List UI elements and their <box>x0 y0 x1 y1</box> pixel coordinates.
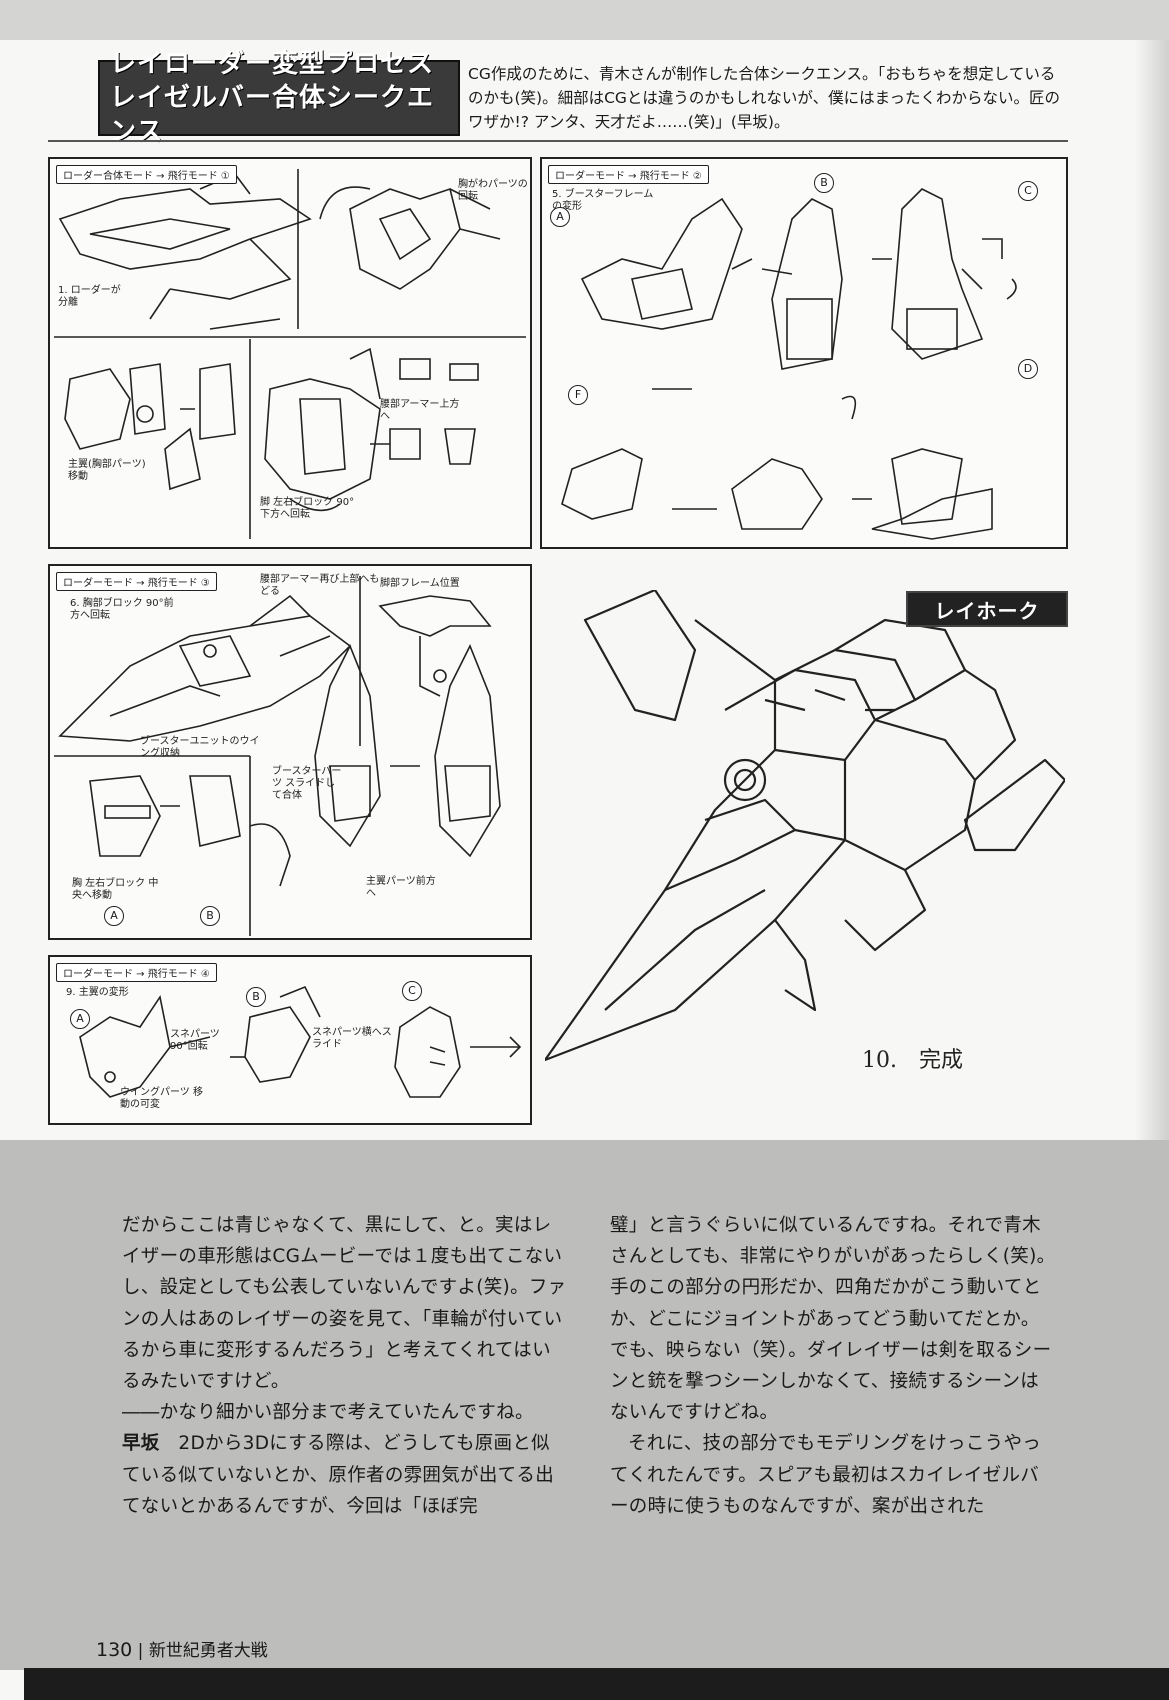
left-paragraph-3: 早坂 2Dから3Dにする際は、どうしても原画と似ている似ていないとか、原作者の雰… <box>122 1428 568 1522</box>
panel-2-note: 5. ブースターフレームの変形 <box>552 189 654 212</box>
title-line-2: レイゼルバー合体シークエンス <box>110 83 435 147</box>
sketch-drawing-2 <box>561 188 1017 540</box>
step-marker-a: A <box>550 207 570 227</box>
sketch-panel-4: ローダーモード → 飛行モード ④ 9. 主翼の変形 スネパーツ 90°回転 ス… <box>48 955 532 1125</box>
panel-3-note-a: 6. 胸部ブロック 90°前方へ回転 <box>70 598 174 621</box>
speaker-name: 早坂 <box>122 1433 160 1455</box>
panel-4-note-b: スネパーツ 90°回転 <box>170 1029 220 1052</box>
panel-3-note-g: 主翼パーツ前方へ <box>366 876 436 899</box>
panel-1-note-b: 主翼(胸部パーツ) 移動 <box>68 459 146 482</box>
step-marker-a-4: A <box>70 1009 90 1029</box>
panel-4-note-c: スネパーツ横へスライド <box>312 1027 392 1050</box>
step-marker-b: B <box>814 173 834 193</box>
left-paragraph-2: ――かなり細かい部分まで考えていたんですね。 <box>122 1402 534 1424</box>
title-line-1: レイローダー変型プロセス <box>110 49 435 79</box>
step-marker-b-3: B <box>200 906 220 926</box>
header-divider <box>48 140 1068 142</box>
step-marker-b-4: B <box>246 987 266 1007</box>
rayhawk-illustration <box>545 590 1065 1062</box>
panel-4-note-d: ウイングパーツ 移動の可変 <box>120 1087 203 1110</box>
sketch-panel-2: ローダーモード → 飛行モード ② 5. ブースターフレームの変形 A B C … <box>540 157 1068 549</box>
article-column-left: だからここは青じゃなくて、黒にして、と。実はレイザーの車形態はCGムービーでは１… <box>122 1210 568 1522</box>
panel-3-note-b: ブースターユニットのウイング収納 <box>140 736 260 759</box>
sketch-panel-1: ローダー合体モード → 飛行モード ① 1. ローダーが分離 主翼(胸部パーツ)… <box>48 157 532 549</box>
left-paragraph-3-text: 2Dから3Dにする際は、どうしても原画と似ている似ていないとか、原作者の雰囲気が… <box>122 1433 555 1517</box>
step-marker-a-3: A <box>104 906 124 926</box>
panel-1-note-c: 脚 左右ブロック 90°下方へ回転 <box>260 497 355 520</box>
panel-3-tag: ローダーモード → 飛行モード ③ <box>56 572 217 591</box>
panel-3-note-c: 腰部アーマー再び上部へもどる <box>260 574 380 597</box>
panel-1-note-d: 胸がわパーツの回転 <box>458 179 528 202</box>
step-marker-d: D <box>1018 359 1038 379</box>
panel-2-tag: ローダーモード → 飛行モード ② <box>548 165 709 184</box>
step-marker-c-4: C <box>402 981 422 1001</box>
left-paragraph-1: だからここは青じゃなくて、黒にして、と。実はレイザーの車形態はCGムービーでは１… <box>122 1215 567 1393</box>
panel-4-tag: ローダーモード → 飛行モード ④ <box>56 963 217 982</box>
sketch-drawing-4 <box>79 985 522 1098</box>
panel-3-note-d: 脚部フレーム位置 <box>380 578 460 589</box>
page-footer: 130 | 新世紀勇者大戦 <box>96 1636 268 1661</box>
sketch-panel-3: ローダーモード → 飛行モード ③ 6. 胸部ブロック 90°前方へ回転 ブース… <box>48 564 532 940</box>
scan-edge-bottom <box>24 1668 1169 1700</box>
panel-3-note-e: 胸 左右ブロック 中央へ移動 <box>72 878 159 901</box>
step-marker-c: C <box>1018 181 1038 201</box>
section-title: レイローダー変型プロセス レイゼルバー合体シークエンス <box>98 49 460 147</box>
sketch-drawing-3 <box>54 576 501 936</box>
step-marker-f: F <box>568 385 588 405</box>
book-title: 新世紀勇者大戦 <box>148 1641 268 1661</box>
completion-note: 10. 完成 <box>862 1048 963 1073</box>
right-paragraph-2: それに、技の部分でもモデリングをけっこうやってくれたんです。スピアも最初はスカイ… <box>610 1433 1042 1517</box>
article-text-background <box>0 1140 1169 1670</box>
sketch-drawing-1 <box>54 169 526 539</box>
panel-1-note-e: 腰部アーマー上方へ <box>380 399 460 422</box>
footer-separator: | <box>132 1641 149 1661</box>
header-caption: CG作成のために、青木さんが制作した合体シークエンス。「おもちゃを想定しているの… <box>468 65 1061 131</box>
right-paragraph-1: 璧」と言うぐらいに似ているんですね。それで青木さんとしても、非常にやりがいがあっ… <box>610 1215 1056 1424</box>
rayhawk-label: レイホーク <box>906 591 1068 627</box>
article-column-right: 璧」と言うぐらいに似ているんですね。それで青木さんとしても、非常にやりがいがあっ… <box>610 1210 1056 1522</box>
panel-1-note-a: 1. ローダーが分離 <box>58 285 121 308</box>
panel-1-tag: ローダー合体モード → 飛行モード ① <box>56 165 237 184</box>
page-number: 130 <box>96 1639 133 1661</box>
scan-edge-top <box>0 0 1169 40</box>
panel-3-note-f: ブースターパーツ スライドして合体 <box>272 766 342 801</box>
panel-4-note-a: 9. 主翼の変形 <box>66 987 129 998</box>
